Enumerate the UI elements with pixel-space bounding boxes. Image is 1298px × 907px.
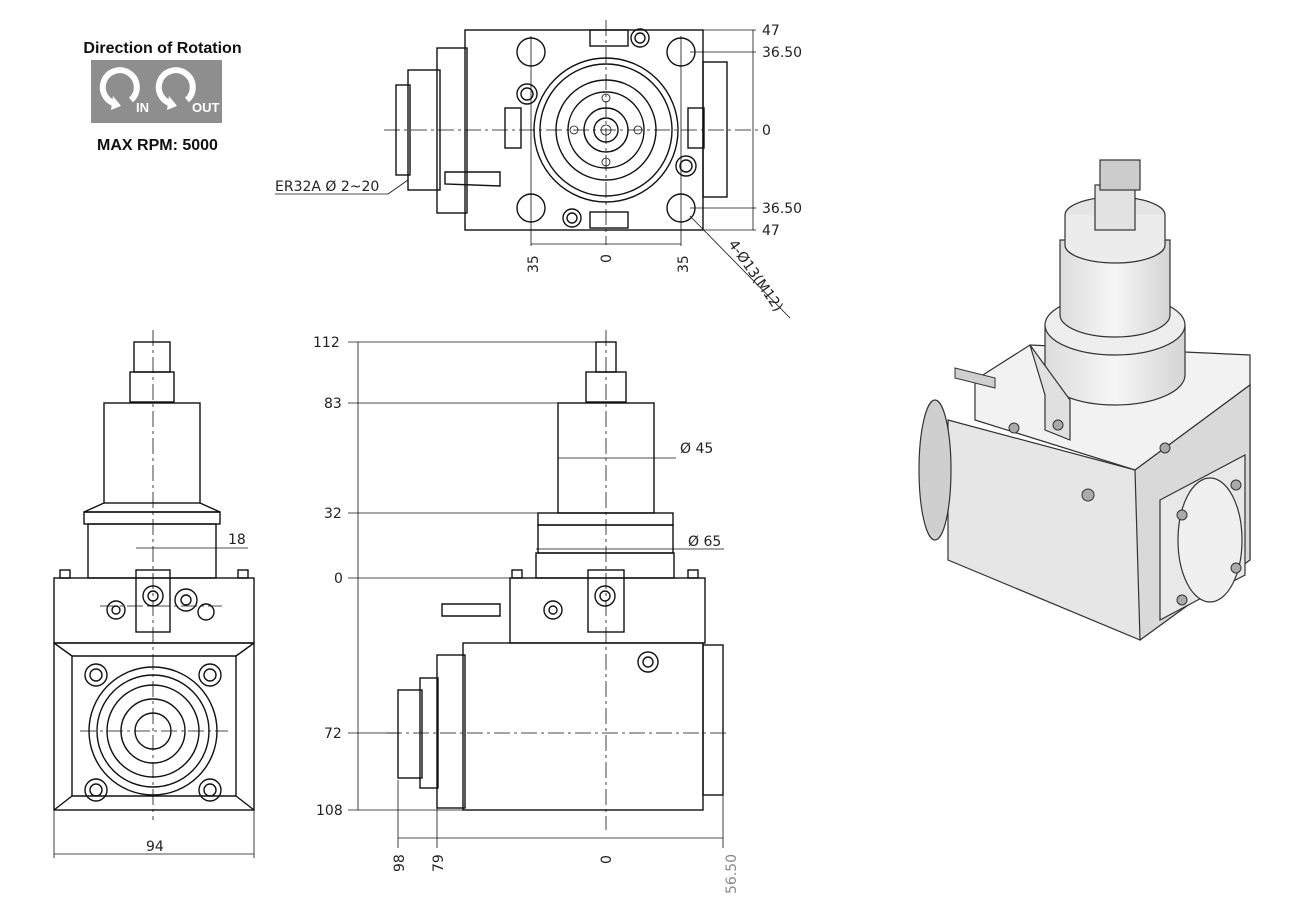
side-height-dim-2: 83 xyxy=(324,396,342,412)
rotate-out-icon xyxy=(155,67,196,107)
side-diameter-45: Ø 45 xyxy=(680,441,713,457)
top-dim-bottom-2: 0 xyxy=(599,254,615,263)
mounting-hole-label: 4-Ø13(M12) xyxy=(725,237,786,315)
side-dim-bottom-2: 79 xyxy=(431,854,447,872)
front-width-dim: 94 xyxy=(146,839,164,855)
side-height-dim-3: 32 xyxy=(324,506,342,522)
top-dim-right-4: 36.50 xyxy=(762,201,802,217)
collet-label: ER32A Ø 2~20 xyxy=(275,179,379,195)
side-dim-bottom-4: 56.50 xyxy=(724,854,740,894)
side-dim-bottom-3: 0 xyxy=(599,855,615,864)
top-dim-bottom-1: 35 xyxy=(526,255,542,273)
rotation-out-label: OUT xyxy=(192,100,220,115)
side-height-dim-5: 72 xyxy=(324,726,342,742)
side-diameter-65: Ø 65 xyxy=(688,534,721,550)
top-dim-right-5: 47 xyxy=(762,223,780,239)
rotate-in-icon xyxy=(99,67,196,110)
rotation-in-label: IN xyxy=(136,100,149,115)
side-dim-bottom-1: 98 xyxy=(392,854,408,872)
front-view xyxy=(53,330,255,858)
top-dim-bottom-3: 35 xyxy=(676,255,692,273)
top-view xyxy=(275,20,791,319)
side-height-dim-1: 112 xyxy=(313,335,340,351)
rotation-badge: IN OUT xyxy=(91,60,222,123)
max-rpm-label: MAX RPM: 5000 xyxy=(97,137,218,154)
side-view xyxy=(348,330,730,848)
top-dim-right-3: 0 xyxy=(762,123,771,139)
side-height-dim-6: 108 xyxy=(316,803,343,819)
top-dim-right-2: 36.50 xyxy=(762,45,802,61)
side-height-dim-4: 0 xyxy=(334,571,343,587)
rotation-title: Direction of Rotation xyxy=(83,40,242,57)
top-dim-right-1: 47 xyxy=(762,23,780,39)
isometric-render xyxy=(918,159,1251,642)
front-key-dim: 18 xyxy=(228,532,246,548)
